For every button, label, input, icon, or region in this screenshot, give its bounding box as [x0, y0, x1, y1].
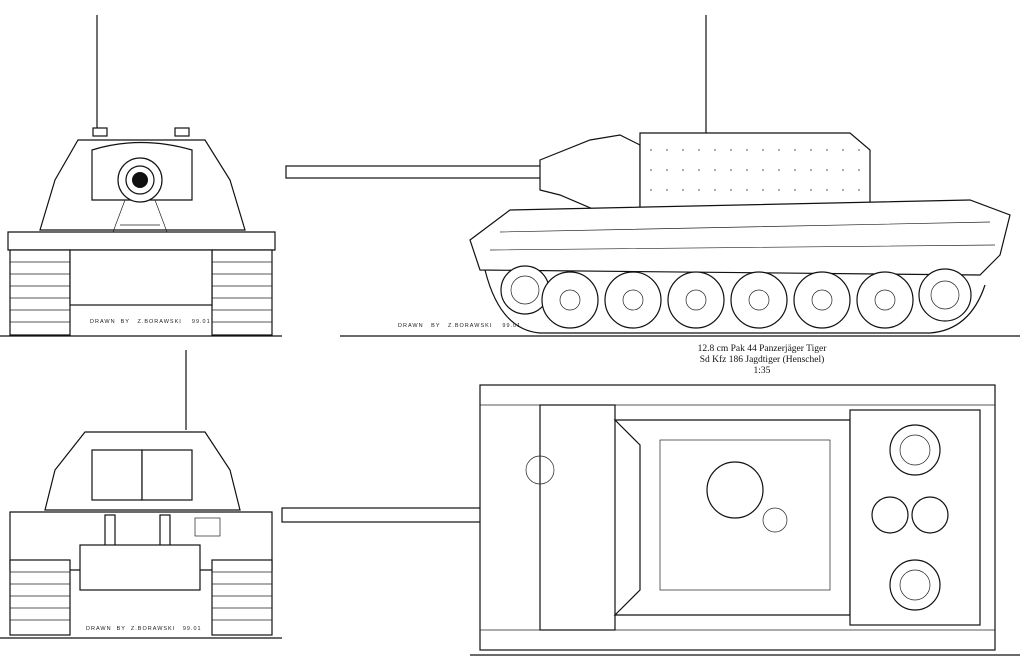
- title-scale: 1:35: [753, 366, 771, 376]
- credit-rear: DRAWN BY Z.BORAWSKI 99.01: [86, 626, 202, 632]
- top-view: [281, 384, 1020, 656]
- gun-barrel: [285, 165, 547, 179]
- credit-side: DRAWN BY Z.BORAWSKI 99.01: [398, 323, 522, 329]
- title-line-1: 12.8 cm Pak 44 Panzerjäger Tiger: [697, 344, 827, 354]
- credit-front: DRAWN BY Z.BORAWSKI 99.01: [90, 319, 211, 325]
- front-view: [0, 15, 282, 337]
- road-wheels: [500, 265, 972, 329]
- rear-view: [0, 350, 282, 639]
- title-line-2: Sd Kfz 186 Jagdtiger (Henschel): [699, 355, 825, 365]
- drawing-title: 12.8 cm Pak 44 Panzerjäger Tiger Sd Kfz …: [662, 344, 862, 377]
- side-view: [285, 15, 1020, 337]
- front-track-links: [10, 261, 272, 323]
